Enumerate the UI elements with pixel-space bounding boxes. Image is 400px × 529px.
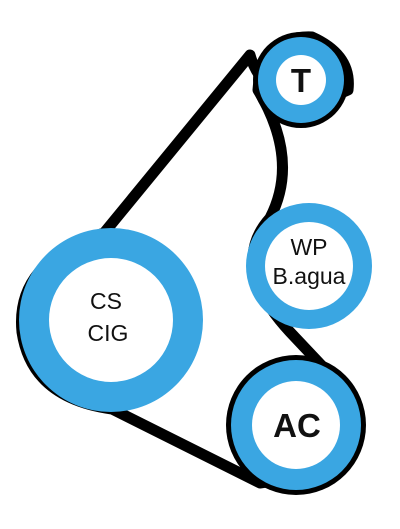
water-pump-pulley-hub	[265, 222, 353, 310]
water-pump-label-line2: B.agua	[273, 263, 346, 289]
water-pump-pulley: WP B.agua	[246, 203, 372, 329]
crankshaft-pulley-hub	[49, 258, 173, 382]
crankshaft-pulley: CS CIG	[19, 228, 203, 412]
ac-pulley-hub	[252, 381, 340, 469]
crankshaft-label-line2: CIG	[88, 320, 129, 346]
ac-label: AC	[273, 407, 321, 444]
water-pump-label-line1: WP	[290, 234, 327, 260]
ac-pulley: AC	[226, 355, 366, 495]
tensioner-label: T	[291, 62, 311, 99]
tensioner-pulley: T	[253, 32, 349, 128]
tensioner-pulley-hub	[276, 55, 326, 105]
crankshaft-label-line1: CS	[90, 288, 122, 314]
